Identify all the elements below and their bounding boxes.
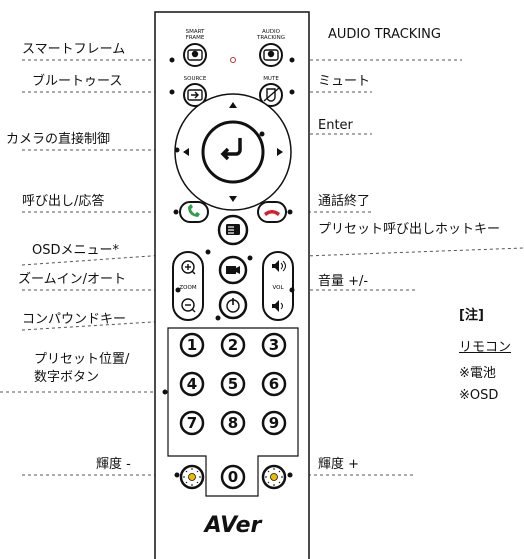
volume-up-icon bbox=[272, 260, 279, 272]
call-button[interactable] bbox=[179, 201, 209, 223]
audio-tracking-caption: AUDIO bbox=[262, 29, 281, 35]
label-preset-position: プリセット位置/ bbox=[34, 352, 130, 367]
label-compound-key: コンパウンドキー bbox=[22, 312, 127, 327]
key-4[interactable]: 4 bbox=[187, 375, 197, 393]
label-volume: 音量 +/- bbox=[318, 274, 369, 289]
label-brightness-minus: 輝度 - bbox=[96, 457, 131, 472]
label-camera-control: カメラの直接制御 bbox=[6, 132, 111, 147]
label-brightness-plus: 輝度 + bbox=[318, 457, 360, 472]
dpad-arrows bbox=[183, 102, 283, 202]
label-number-buttons: 数字ボタン bbox=[34, 370, 100, 385]
label-smart-frame: スマートフレーム bbox=[22, 42, 126, 57]
vol-caption: VOL bbox=[272, 285, 284, 291]
up-arrow-icon bbox=[229, 102, 237, 108]
volume-rocker[interactable] bbox=[262, 251, 294, 321]
down-arrow-icon bbox=[229, 196, 237, 202]
key-1[interactable]: 1 bbox=[187, 336, 197, 354]
key-9[interactable]: 9 bbox=[269, 414, 279, 432]
enter-button[interactable] bbox=[201, 120, 265, 184]
key-5[interactable]: 5 bbox=[228, 375, 238, 393]
zoom-in-icon bbox=[181, 260, 195, 274]
enter-icon bbox=[220, 138, 242, 161]
zoom-caption: ZOOM bbox=[179, 285, 196, 291]
key-6[interactable]: 6 bbox=[269, 375, 279, 393]
key-2[interactable]: 2 bbox=[228, 336, 238, 354]
zoom-out-icon bbox=[181, 298, 195, 312]
aver-logo: AVer bbox=[203, 513, 263, 538]
left-arrow-icon bbox=[183, 148, 189, 156]
notes-title: [注] bbox=[459, 308, 484, 323]
svg-text:TRACKING: TRACKING bbox=[256, 35, 285, 41]
label-preset-call-hotkey: プリセット呼び出しホットキー bbox=[318, 222, 501, 237]
label-zoom-in-auto: ズームイン/オート bbox=[18, 272, 126, 287]
key-8[interactable]: 8 bbox=[228, 414, 238, 432]
label-enter: Enter bbox=[318, 118, 353, 133]
label-audio-tracking: AUDIO TRACKING bbox=[328, 27, 441, 42]
label-mute: ミュート bbox=[318, 74, 371, 89]
sun-minus-icon bbox=[188, 473, 196, 481]
notes-line-2: ※電池 bbox=[459, 366, 496, 381]
source-icon bbox=[187, 89, 203, 101]
frame-icon bbox=[187, 49, 203, 61]
camera-icon bbox=[226, 266, 240, 274]
key-0[interactable]: 0 bbox=[228, 468, 238, 486]
source-caption: SOURCE bbox=[184, 76, 207, 82]
phone-hangup-icon bbox=[264, 210, 280, 216]
svg-text:FRAME: FRAME bbox=[186, 35, 205, 41]
key-3[interactable]: 3 bbox=[269, 336, 279, 354]
sun-plus-icon bbox=[270, 473, 278, 481]
phone-answer-icon bbox=[188, 204, 200, 217]
label-bluetooth: ブルートゥース bbox=[32, 74, 123, 89]
notes-line-3: ※OSD bbox=[459, 388, 499, 403]
zoom-rocker[interactable] bbox=[172, 251, 204, 321]
leader-dots bbox=[162, 57, 295, 478]
right-arrow-icon bbox=[277, 148, 283, 156]
label-call-answer: 呼び出し/応答 bbox=[22, 194, 105, 209]
mute-caption: MUTE bbox=[263, 76, 279, 82]
numpad-frame bbox=[167, 327, 299, 497]
key-7[interactable]: 7 bbox=[187, 414, 197, 432]
smart-frame-caption: SMART bbox=[186, 29, 205, 35]
mic-mute-icon bbox=[266, 88, 276, 102]
audio-icon bbox=[263, 49, 279, 61]
status-led-icon bbox=[230, 57, 236, 63]
label-end-call: 通話終了 bbox=[318, 194, 371, 209]
label-osd-menu: OSDメニュー* bbox=[32, 243, 119, 258]
volume-down-icon bbox=[272, 300, 279, 312]
notes-line-1: リモコン bbox=[459, 340, 512, 355]
